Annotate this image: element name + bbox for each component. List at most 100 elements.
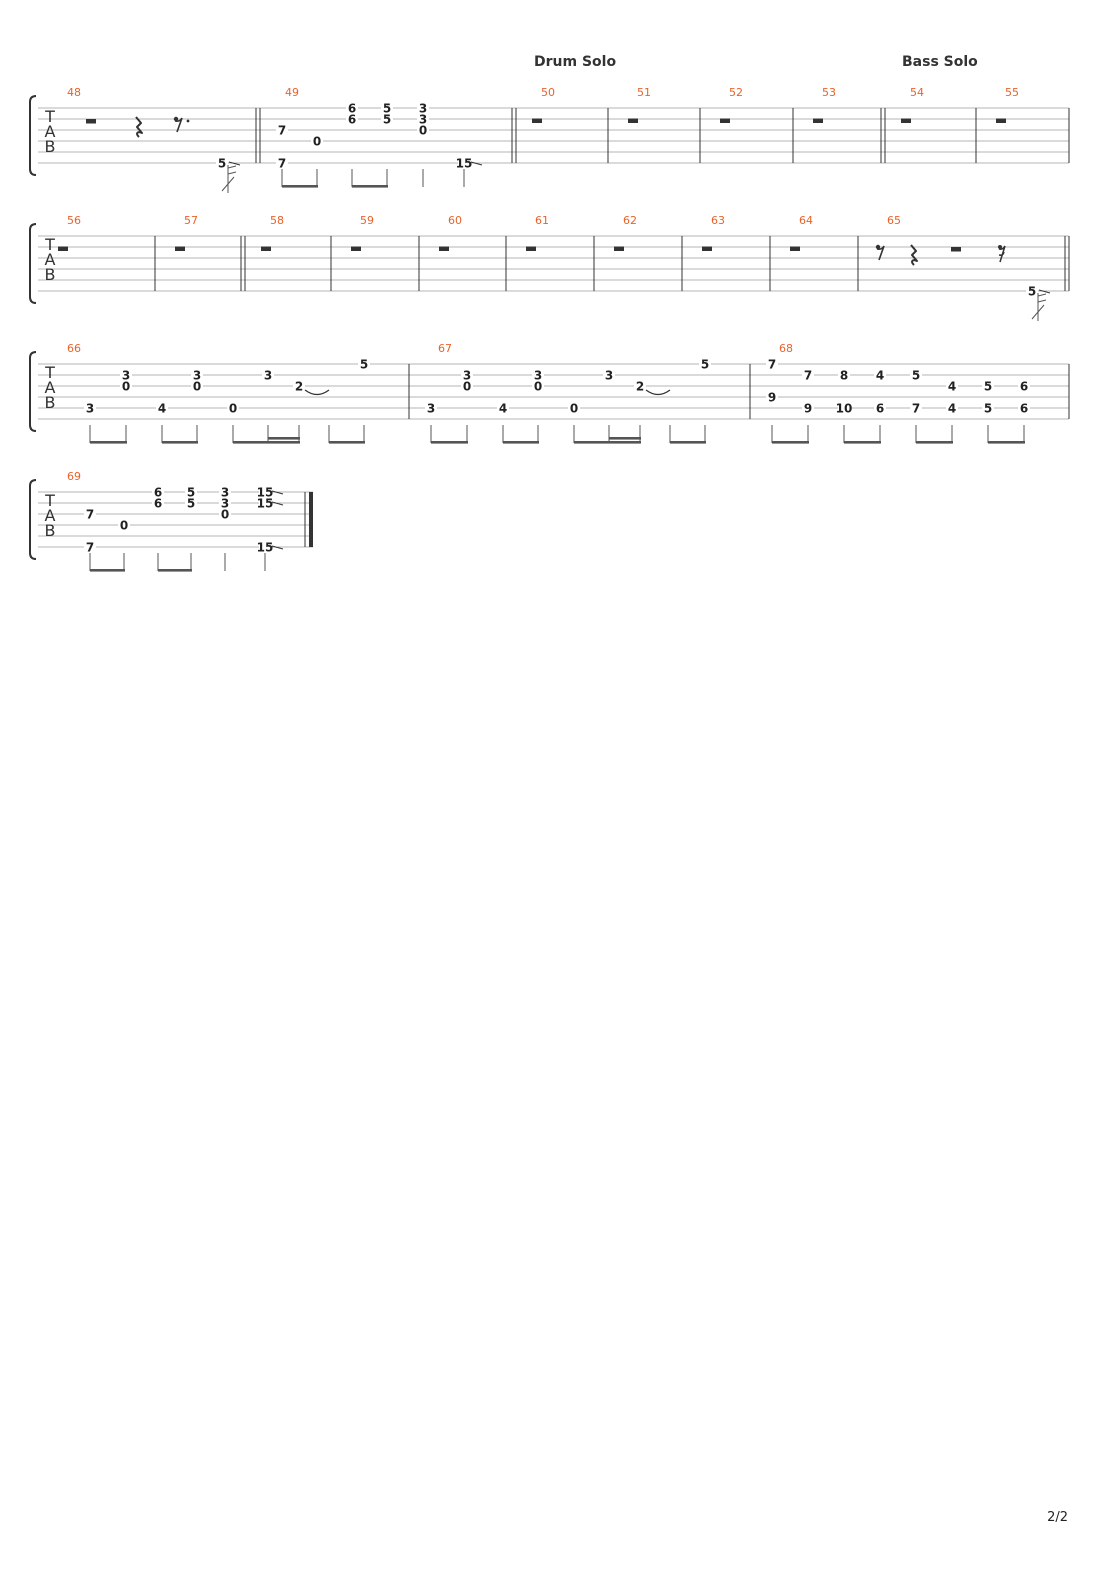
fret-number: 7 <box>912 402 920 416</box>
system-bracket <box>29 223 37 304</box>
fret-number: 0 <box>193 380 201 394</box>
fret-mask <box>568 402 580 414</box>
fret-number: 2 <box>636 380 644 394</box>
whole-rest <box>532 118 542 123</box>
fret-mask <box>1018 380 1030 392</box>
slide-mark <box>470 161 483 166</box>
note-beam <box>352 185 388 188</box>
fret-number: 5 <box>383 102 391 116</box>
note-beam <box>329 441 365 444</box>
measure-number: 63 <box>711 214 725 227</box>
fret-number: 3 <box>463 369 471 383</box>
tab-clef-letter: T <box>44 235 55 254</box>
fret-number: 5 <box>984 402 992 416</box>
fret-number: 7 <box>278 157 286 171</box>
fret-number: 6 <box>154 497 162 511</box>
measure-number: 55 <box>1005 86 1019 99</box>
whole-rest <box>261 246 271 251</box>
fret-mask <box>1026 285 1038 297</box>
fret-number: 5 <box>187 486 195 500</box>
note-beam <box>503 441 539 444</box>
measure-number: 56 <box>67 214 81 227</box>
fret-number: 7 <box>86 541 94 555</box>
fret-mask <box>219 486 231 498</box>
whole-rest <box>996 118 1006 123</box>
tab-clef-letter: B <box>45 137 56 156</box>
fret-number: 6 <box>348 113 356 127</box>
measure-number: 57 <box>184 214 198 227</box>
whole-rest <box>175 246 185 251</box>
tab-clef-letter: A <box>45 378 56 397</box>
fret-number: 5 <box>218 157 226 171</box>
fret-mask <box>84 541 96 553</box>
measure-number: 65 <box>887 214 901 227</box>
measure-number: 58 <box>270 214 284 227</box>
fret-mask <box>191 369 203 381</box>
whole-rest <box>351 246 361 251</box>
fret-mask <box>358 358 370 370</box>
fret-mask <box>152 497 164 509</box>
fret-mask <box>84 508 96 520</box>
measure-number: 64 <box>799 214 813 227</box>
fret-number: 6 <box>1020 402 1028 416</box>
tab-clef-letter: B <box>45 265 56 284</box>
fret-number: 5 <box>187 497 195 511</box>
measure-number: 61 <box>535 214 549 227</box>
fret-number: 0 <box>570 402 578 416</box>
fret-number: 15 <box>257 541 274 555</box>
fret-mask <box>802 402 814 414</box>
whole-rest <box>526 246 536 251</box>
fret-mask <box>259 541 271 553</box>
note-beam <box>916 441 953 444</box>
whole-rest <box>790 246 800 251</box>
fret-mask <box>185 486 197 498</box>
whole-rest <box>614 246 624 251</box>
whole-rest <box>58 246 68 251</box>
system-bracket <box>29 351 37 432</box>
fret-mask <box>838 369 850 381</box>
tie-arc <box>645 389 671 396</box>
fret-mask <box>346 102 358 114</box>
fret-mask <box>532 380 544 392</box>
fret-mask <box>120 369 132 381</box>
measure-number: 59 <box>360 214 374 227</box>
system-bracket <box>29 95 37 176</box>
note-beam <box>162 441 198 444</box>
fret-mask <box>219 497 231 509</box>
fret-mask <box>946 402 958 414</box>
fret-mask <box>461 380 473 392</box>
fret-number: 6 <box>348 102 356 116</box>
fret-mask <box>185 497 197 509</box>
fret-mask <box>910 369 922 381</box>
fret-mask <box>417 102 429 114</box>
fret-mask <box>84 402 96 414</box>
measure-number: 67 <box>438 342 452 355</box>
note-beam <box>574 441 641 444</box>
fret-mask <box>262 369 274 381</box>
fret-mask <box>874 402 886 414</box>
measure-number: 48 <box>67 86 81 99</box>
note-beam <box>90 569 125 572</box>
fret-mask <box>982 402 994 414</box>
measure-number: 66 <box>67 342 81 355</box>
fret-number: 5 <box>1028 285 1036 299</box>
fret-mask <box>216 157 228 169</box>
fret-number: 9 <box>768 391 776 405</box>
fret-number: 6 <box>154 486 162 500</box>
note-beam <box>233 441 300 444</box>
fret-mask <box>946 380 958 392</box>
measure-number: 60 <box>448 214 462 227</box>
note-beam <box>431 441 468 444</box>
section-title-bass-solo: Bass Solo <box>902 54 978 70</box>
fret-number: 0 <box>313 135 321 149</box>
fret-mask <box>874 369 886 381</box>
fret-mask <box>417 124 429 136</box>
fret-mask <box>276 157 288 169</box>
measure-number: 52 <box>729 86 743 99</box>
fret-mask <box>259 497 271 509</box>
fret-number: 3 <box>534 369 542 383</box>
fret-number: 3 <box>221 486 229 500</box>
fret-mask <box>417 113 429 125</box>
